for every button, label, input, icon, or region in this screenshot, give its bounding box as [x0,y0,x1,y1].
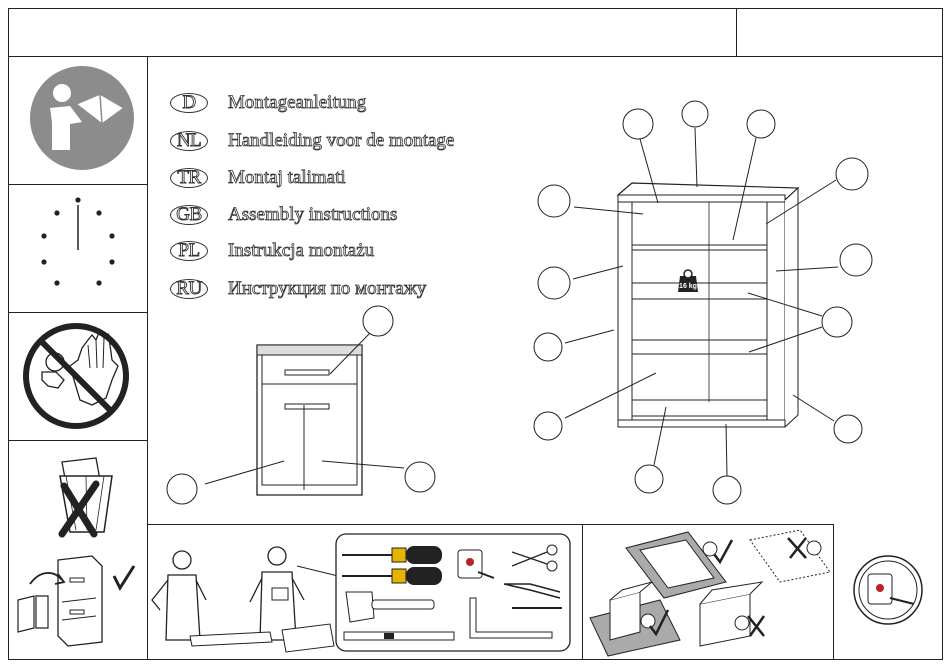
weight-label: 16 kg [679,283,697,290]
shelf-diagram: 16 kg [534,101,872,504]
no-children-icon [26,326,126,426]
measure-tape-round-icon [854,556,922,624]
unprotected-surface-drawing [750,530,830,582]
cabinet-overview-drawing [167,306,435,504]
two-person-assembly-drawing [152,547,338,652]
incorrect-assembly-drawing [700,582,764,646]
no-bin-icon [60,458,112,534]
spirit-level-icon [344,632,454,640]
keep-instructions-icon [18,556,134,646]
tools-panel [336,534,570,651]
reading-manual-icon [30,66,134,170]
clock-icon [41,197,114,285]
